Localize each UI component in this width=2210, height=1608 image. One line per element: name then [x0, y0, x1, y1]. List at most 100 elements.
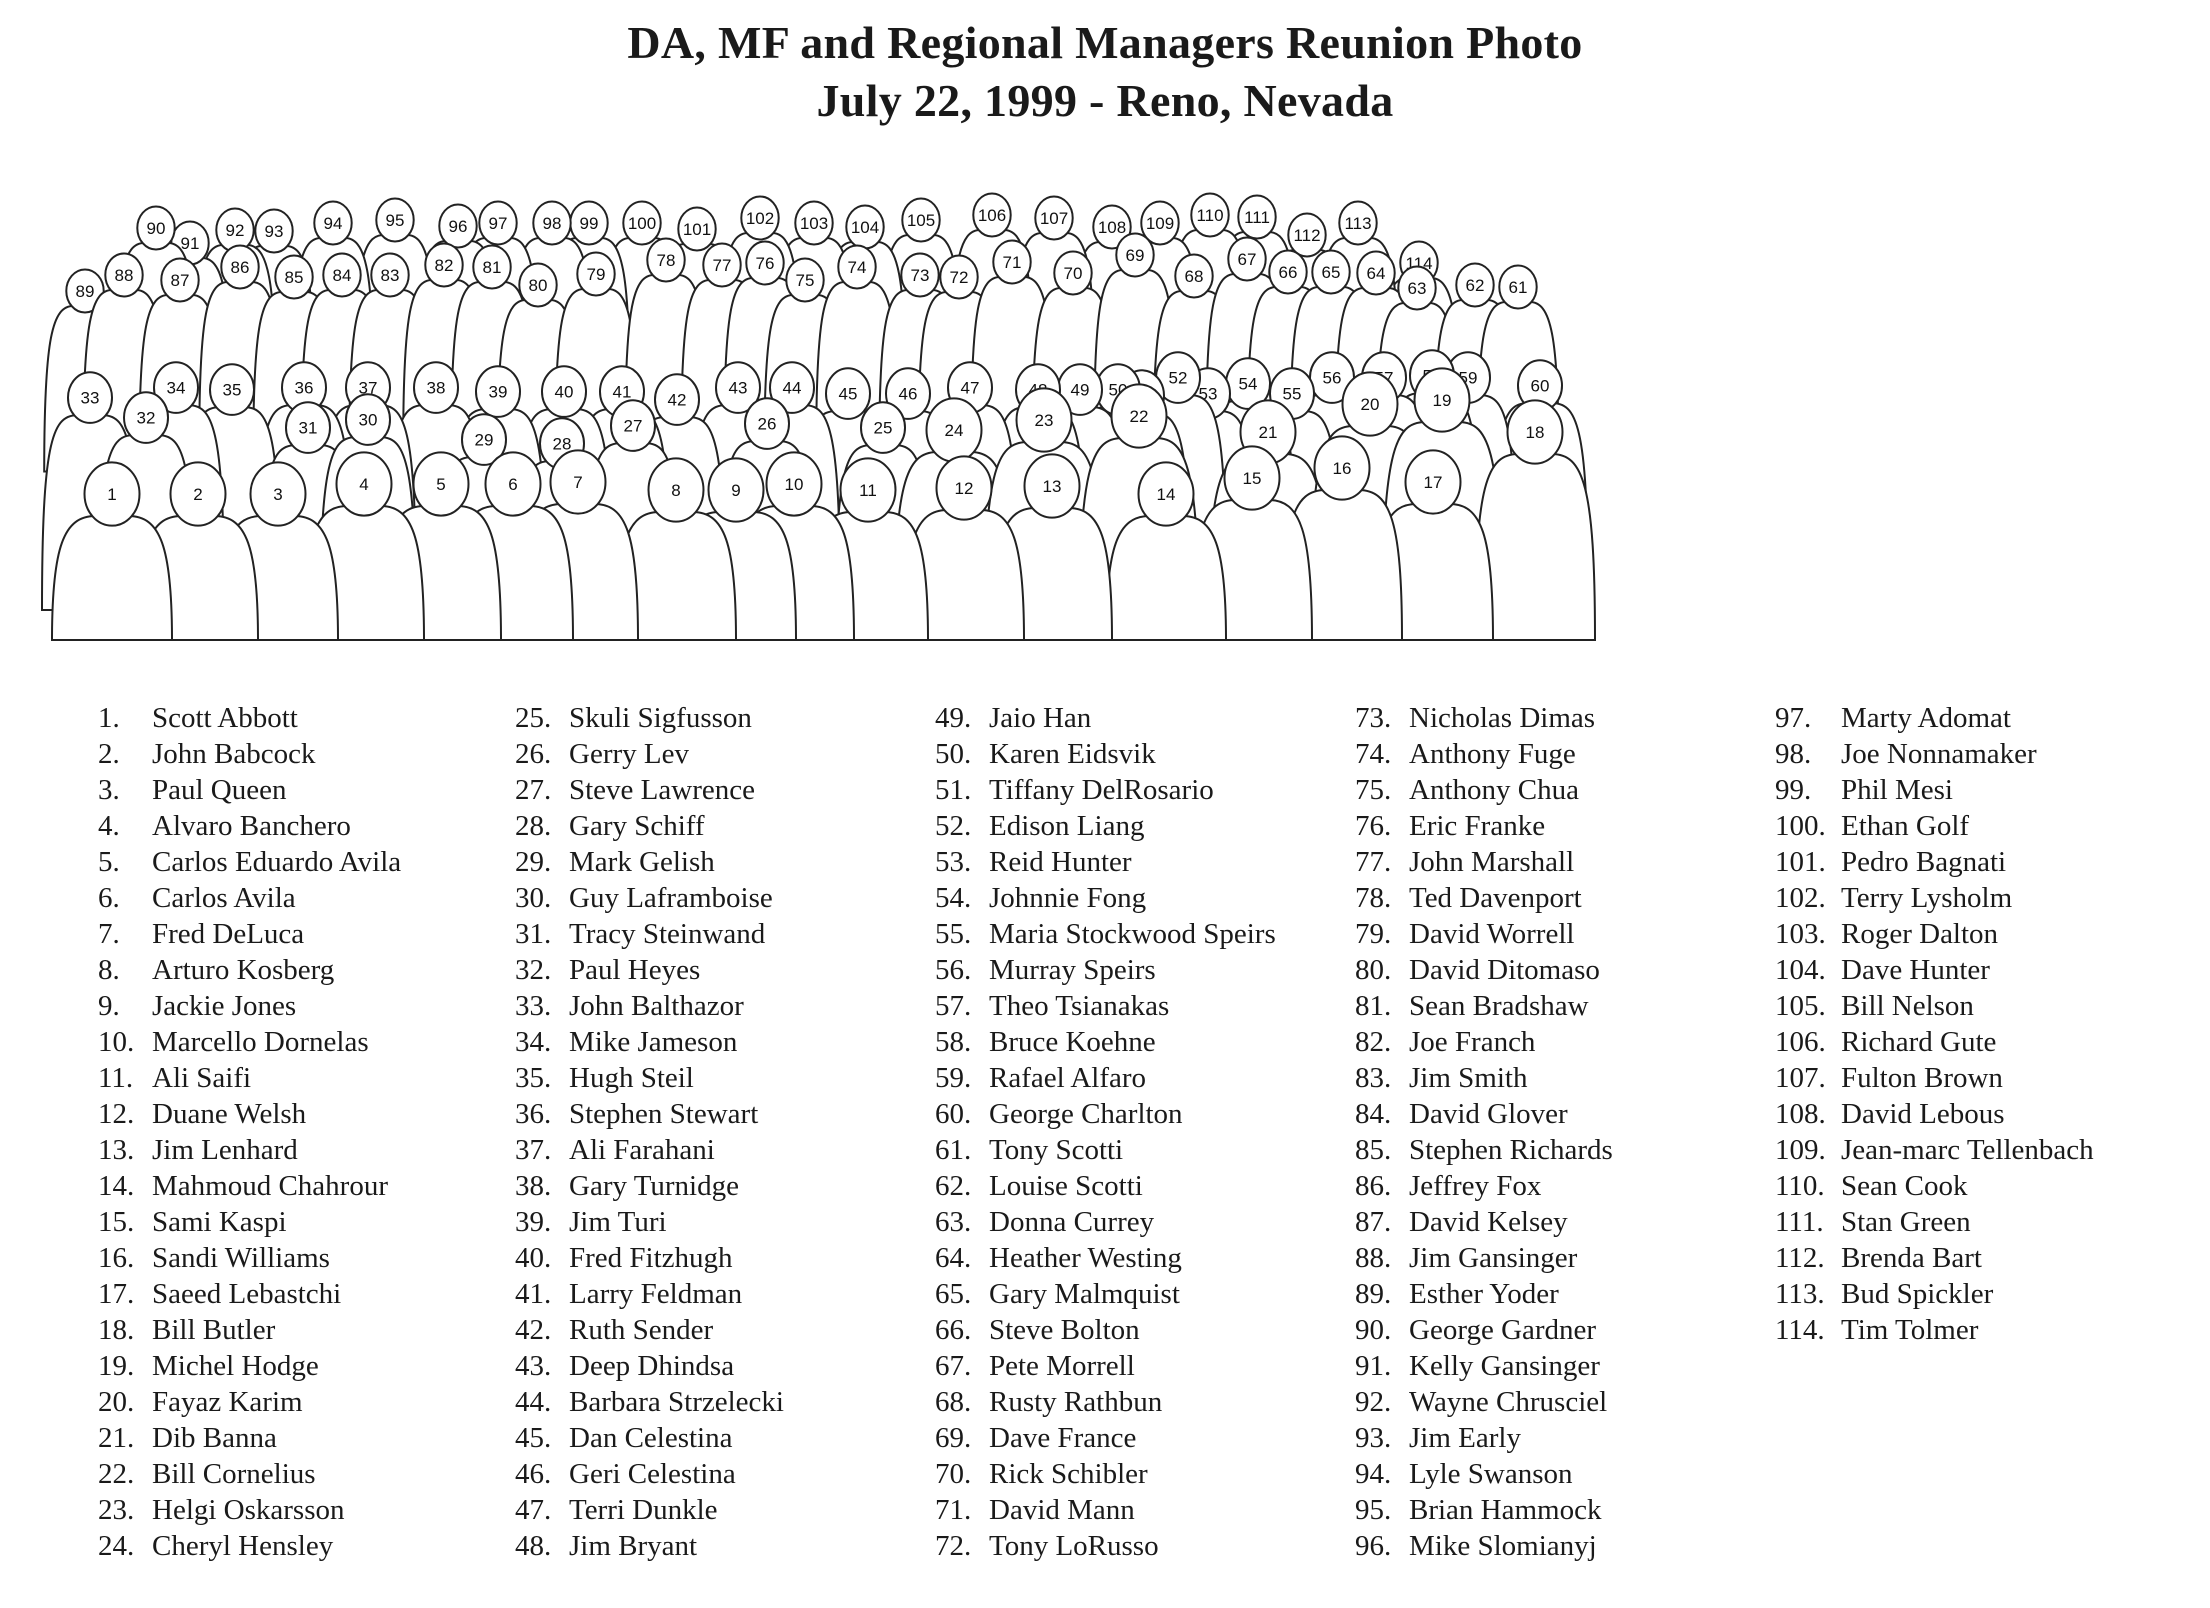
legend-number: 31.: [515, 918, 552, 950]
legend-number: 14.: [98, 1170, 135, 1202]
figure-number: 28: [553, 435, 572, 454]
legend-entry: 18.Bill Butler: [98, 1312, 518, 1348]
figure-head: [65, 268, 105, 314]
legend-number: 47.: [515, 1494, 552, 1526]
legend-person-name: Terri Dunkle: [569, 1494, 718, 1526]
figure-head: [1115, 232, 1155, 278]
legend-entry: 99.Phil Mesi: [1775, 772, 2195, 808]
figure-head: [646, 237, 686, 283]
legend-number: 88.: [1355, 1242, 1392, 1274]
figure-number: 20: [1361, 395, 1380, 414]
figure-number: 25: [874, 419, 893, 438]
figure-number: 22: [1130, 407, 1149, 426]
legend-number: 98.: [1775, 738, 1812, 770]
figure-number: 30: [359, 411, 378, 430]
legend-number: 19.: [98, 1350, 135, 1382]
figure-head: [370, 252, 410, 298]
figure-number: 46: [899, 385, 918, 404]
figure-number: 35: [223, 381, 242, 400]
legend-person-name: David Mann: [989, 1494, 1135, 1526]
figure-number: 98: [543, 214, 562, 233]
legend-entry: 70.Rick Schibler: [935, 1456, 1355, 1492]
legend-person-name: Saeed Lebastchi: [152, 1278, 342, 1310]
figure-number: 84: [333, 266, 352, 285]
legend-person-name: Hugh Steil: [569, 1062, 694, 1094]
legend-entry: 81.Sean Bradshaw: [1355, 988, 1775, 1024]
legend-entry: 90.George Gardner: [1355, 1312, 1775, 1348]
figure-number: 77: [713, 256, 732, 275]
figure-number: 109: [1146, 214, 1174, 233]
figure-number: 108: [1098, 218, 1126, 237]
legend-person-name: Terry Lysholm: [1841, 882, 2013, 914]
legend-person-name: Fred Fitzhugh: [569, 1242, 733, 1274]
legend-entry: 6.Carlos Avila: [98, 880, 518, 916]
figure-number: 13: [1043, 477, 1062, 496]
legend-number: 102.: [1775, 882, 1826, 914]
legend-person-name: Eric Franke: [1409, 810, 1546, 842]
legend-entry: 44.Barbara Strzelecki: [515, 1384, 935, 1420]
legend-person-name: John Balthazor: [569, 990, 744, 1022]
figure-number: 107: [1040, 209, 1068, 228]
legend-number: 43.: [515, 1350, 552, 1382]
legend-number: 66.: [935, 1314, 972, 1346]
figure-head: [1506, 399, 1564, 465]
figure-number: 5: [436, 475, 445, 494]
legend-entry: 16.Sandi Williams: [98, 1240, 518, 1276]
legend-person-name: Dave France: [989, 1422, 1137, 1454]
figure-head: [424, 242, 464, 288]
legend-number: 34.: [515, 1026, 552, 1058]
person-figure: 12: [902, 455, 1026, 641]
legend-number: 37.: [515, 1134, 552, 1166]
figure-number: 21: [1259, 423, 1278, 442]
figure-head: [1190, 192, 1230, 238]
figure-head: [335, 451, 393, 517]
legend-entry: 3.Paul Queen: [98, 772, 518, 808]
legend-entry: 31.Tracy Steinwand: [515, 916, 935, 952]
legend-entry: 98.Joe Nonnamaker: [1775, 736, 2195, 772]
legend-number: 78.: [1355, 882, 1392, 914]
legend-entry: 47. Terri Dunkle: [515, 1492, 935, 1528]
figure-head: [153, 361, 199, 414]
legend-entry: 42.Ruth Sender: [515, 1312, 935, 1348]
legend-entry: 72.Tony LoRusso: [935, 1528, 1355, 1564]
figure-number: 15: [1243, 469, 1262, 488]
legend-person-name: Bill Cornelius: [152, 1458, 316, 1490]
legend-number: 94.: [1355, 1458, 1392, 1490]
figure-number: 94: [324, 214, 343, 233]
group-silhouettes: 1141131121111101091081071061051041031021…: [40, 192, 1597, 641]
legend-number: 77.: [1355, 846, 1392, 878]
legend-number: 73.: [1355, 702, 1392, 734]
legend-person-name: Jim Smith: [1409, 1062, 1528, 1094]
legend-number: 12.: [98, 1098, 135, 1130]
figure-head: [1092, 204, 1132, 250]
legend-entry: 94.Lyle Swanson: [1355, 1456, 1775, 1492]
figure-head: [472, 244, 512, 290]
legend-entry: 49.Jaio Han: [935, 700, 1355, 736]
legend-person-name: Gary Schiff: [569, 810, 705, 842]
legend-entry: 22.Bill Cornelius: [98, 1456, 518, 1492]
figure-number: 93: [265, 222, 284, 241]
legend-number: 39.: [515, 1206, 552, 1238]
legend-entry: 66.Steve Bolton: [935, 1312, 1355, 1348]
figure-number: 6: [508, 475, 517, 494]
legend-number: 68.: [935, 1386, 972, 1418]
figure-head: [169, 461, 227, 527]
legend-entry: 59.Rafael Alfaro: [935, 1060, 1355, 1096]
legend-person-name: Tiffany DelRosario: [989, 774, 1214, 806]
figure-head: [375, 197, 415, 243]
legend-person-name: Jeffrey Fox: [1409, 1170, 1542, 1202]
figure-head: [745, 240, 785, 286]
figure-head: [1341, 371, 1399, 437]
legend-entry: 105.Bill Nelson: [1775, 988, 2195, 1024]
legend-person-name: Ethan Golf: [1841, 810, 1970, 842]
figure-head: [707, 457, 765, 523]
legend-number: 101.: [1775, 846, 1826, 878]
legend-entry: 25.Skuli Sigfusson: [515, 700, 935, 736]
figure-number: 3: [273, 485, 282, 504]
figure-head: [769, 361, 815, 414]
legend-number: 70.: [935, 1458, 972, 1490]
figure-number: 79: [587, 265, 606, 284]
figure-number: 89: [76, 282, 95, 301]
